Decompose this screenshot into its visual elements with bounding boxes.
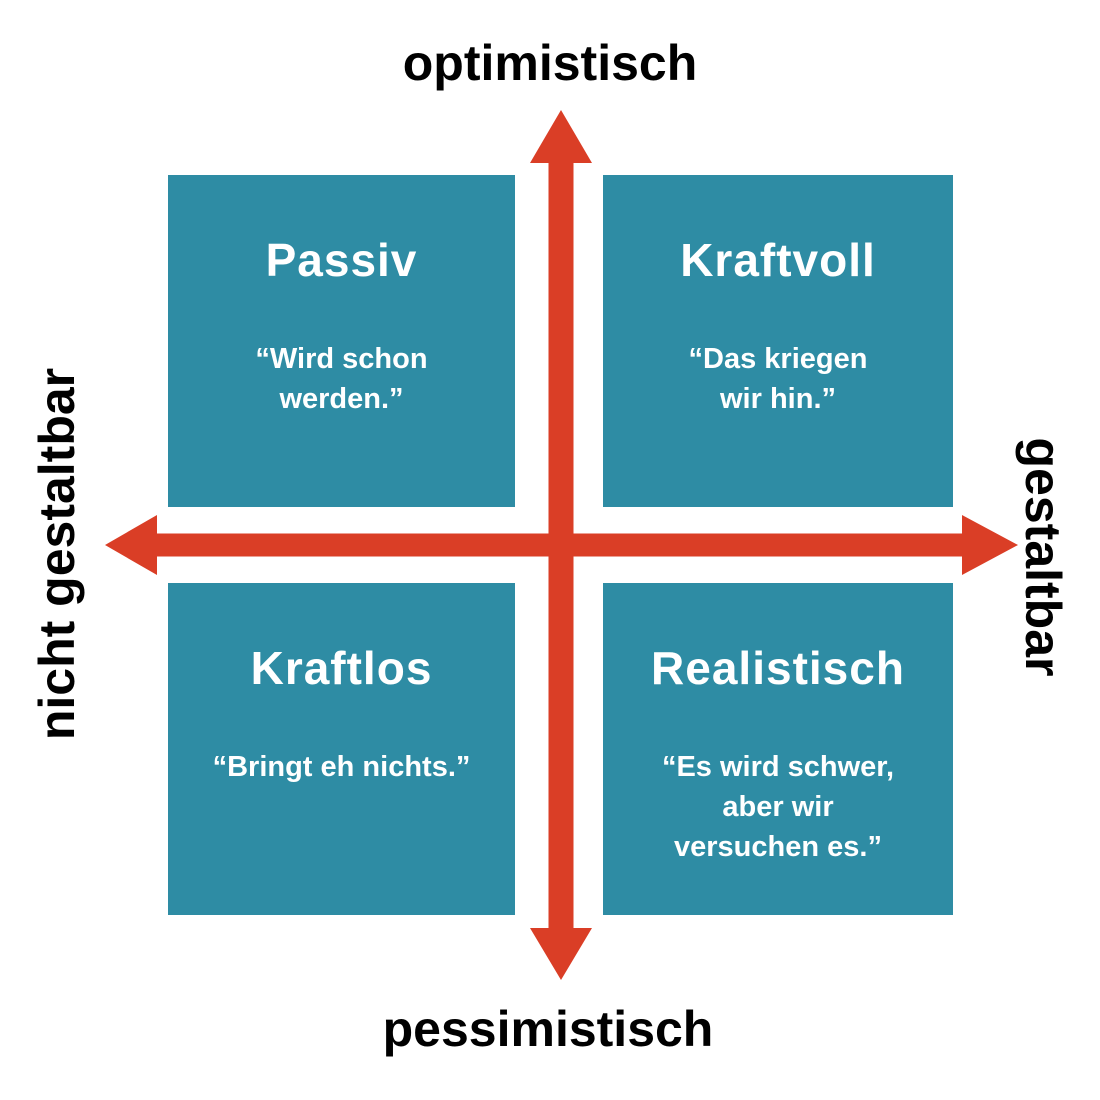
quadrant-title: Realistisch	[651, 642, 905, 694]
quadrant-passiv: Passiv “Wird schon werden.”	[168, 175, 515, 507]
axis-label-top: optimistisch	[402, 35, 698, 91]
quadrant-kraftvoll: Kraftvoll “Das kriegen wir hin.”	[603, 175, 953, 507]
quadrant-title: Kraftlos	[250, 642, 433, 694]
axis-label-right: gestaltbar	[1015, 437, 1071, 677]
quadrant-quote: “Wird schon werden.”	[255, 343, 428, 415]
quadrant-realistisch: Realistisch “Es wird schwer, aber wir ve…	[603, 583, 953, 915]
horizontal-axis-arrow-icon	[105, 515, 1018, 575]
axis-label-bottom: pessimistisch	[382, 1001, 714, 1057]
axis-label-left: nicht gestaltbar	[29, 367, 85, 741]
quadrant-title: Passiv	[265, 234, 418, 286]
quadrant-quote: “Bringt eh nichts.”	[212, 751, 471, 783]
quadrant-kraftlos: Kraftlos “Bringt eh nichts.”	[168, 583, 515, 915]
quadrant-title: Kraftvoll	[680, 234, 876, 286]
quadrant-quote: “Es wird schwer, aber wir versuchen es.”	[661, 751, 895, 863]
quadrant-quote: “Das kriegen wir hin.”	[688, 343, 868, 415]
